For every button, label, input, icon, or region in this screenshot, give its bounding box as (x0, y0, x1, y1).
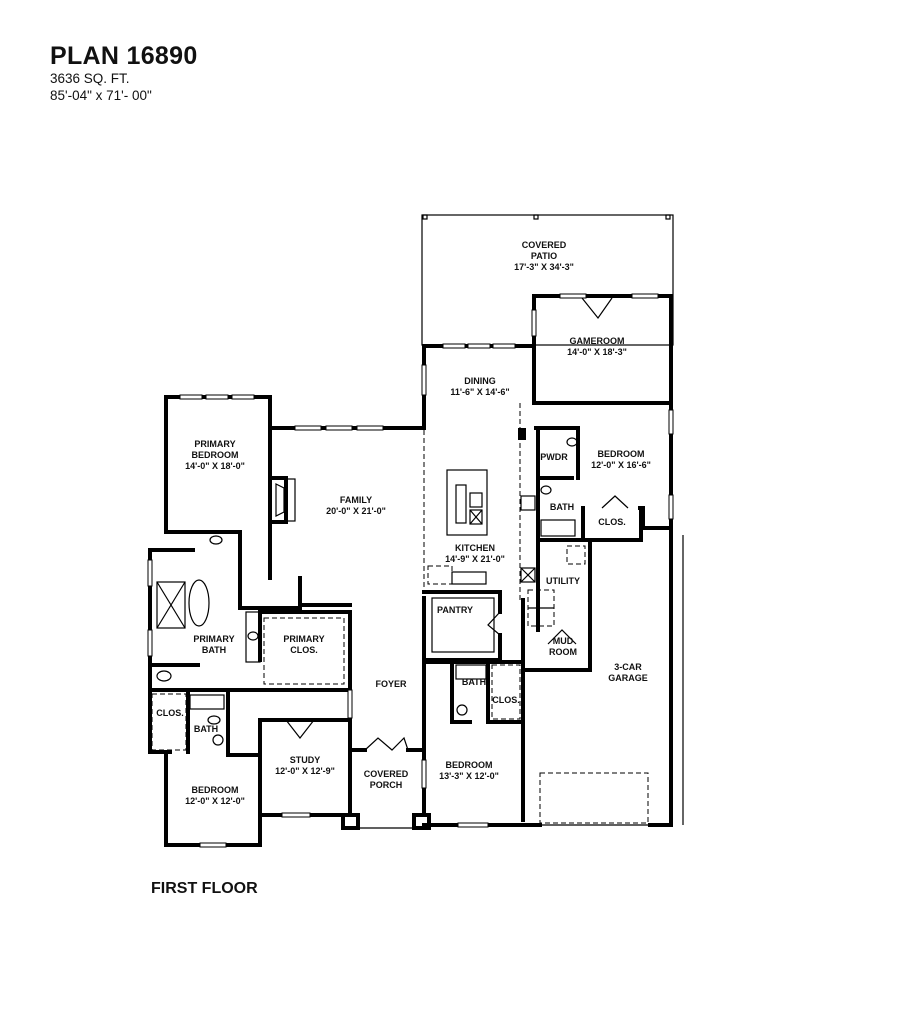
clos-ne-label: CLOS. (598, 517, 626, 527)
mud-room-label: MUD (553, 636, 574, 646)
plan-header: PLAN 16890 3636 SQ. FT. 85'-04" x 71'- 0… (50, 42, 198, 104)
family-label: FAMILY (340, 495, 372, 505)
dining-label: DINING (464, 376, 496, 386)
bedroom-ne-label: BEDROOM (598, 449, 645, 459)
primary-bath-walls (147, 530, 352, 692)
pantry-walls (422, 590, 502, 662)
garage-walls (521, 526, 684, 827)
family-walls (268, 425, 426, 607)
bath-ne-label: BATH (550, 502, 574, 512)
bedroom-sw-size: 12'-0" X 12'-0" (185, 796, 245, 806)
gameroom-label: GAMEROOM (570, 336, 625, 346)
primary-bedroom-label: PRIMARY (194, 439, 235, 449)
bath-center-label: BATH (462, 677, 486, 687)
utility-label: UTILITY (546, 576, 580, 586)
covered-patio-label-2: PATIO (531, 251, 557, 261)
bedroom-se-label: BEDROOM (446, 760, 493, 770)
primary-closet-walls (258, 610, 352, 692)
porch-foyer-walls (341, 596, 431, 830)
family-size: 20'-0" X 21'-0" (326, 506, 386, 516)
study-label: STUDY (290, 755, 321, 765)
primary-bedroom-label-2: BEDROOM (192, 450, 239, 460)
study-size: 12'-0" X 12'-9" (275, 766, 335, 776)
garage-label-2: GARAGE (608, 673, 648, 683)
plan-dimensions: 85'-04" x 71'- 00" (50, 88, 152, 103)
covered-porch-label-2: PORCH (370, 780, 403, 790)
pwdr-label: PWDR (540, 452, 568, 462)
plan-square-footage: 3636 SQ. FT. (50, 71, 130, 86)
foyer-label: FOYER (375, 679, 407, 689)
bath-sw-label: BATH (194, 724, 218, 734)
garage-label: 3-CAR (614, 662, 642, 672)
utility-mud-walls (521, 538, 592, 822)
dining-size: 11'-6" X 14'-6" (450, 387, 509, 397)
bedroom-sw-label: BEDROOM (192, 785, 239, 795)
bedroom-ne-size: 12'-0" X 16'-6" (591, 460, 651, 470)
primary-clos-label-2: CLOS. (290, 645, 318, 655)
southeast-bedroom-walls (422, 822, 525, 828)
bedroom-se-size: 13'-3" X 12'-0" (439, 771, 499, 781)
gameroom-size: 14'-0" X 18'-3" (567, 347, 627, 357)
dining-kitchen-walls (421, 343, 536, 600)
room-labels: COVERED PATIO 17'-3" X 34'-3" GAMEROOM 1… (156, 240, 651, 806)
pantry-label: PANTRY (437, 605, 473, 615)
southwest-bedroom-walls (164, 750, 262, 848)
mud-room-label-2: ROOM (549, 647, 577, 657)
kitchen-label: KITCHEN (455, 543, 495, 553)
southwest-bath-walls (148, 688, 260, 757)
primary-bedroom-walls (164, 394, 272, 580)
clos-sw-label: CLOS. (156, 708, 184, 718)
covered-porch-label: COVERED (364, 769, 409, 779)
primary-clos-label: PRIMARY (283, 634, 324, 644)
covered-patio-outline (421, 214, 674, 346)
center-bath-walls (422, 660, 525, 724)
clos-center-label: CLOS. (492, 695, 520, 705)
covered-patio-label: COVERED (522, 240, 567, 250)
primary-bath-label-2: BATH (202, 645, 226, 655)
study-walls (258, 689, 353, 818)
plan-title: PLAN 16890 (50, 42, 198, 70)
primary-bedroom-size: 14'-0" X 18'-0" (185, 461, 245, 471)
floor-label: FIRST FLOOR (151, 880, 258, 897)
covered-patio-size: 17'-3" X 34'-3" (514, 262, 574, 272)
kitchen-size: 14'-9" X 21'-0" (445, 554, 505, 564)
primary-bath-label: PRIMARY (193, 634, 234, 644)
